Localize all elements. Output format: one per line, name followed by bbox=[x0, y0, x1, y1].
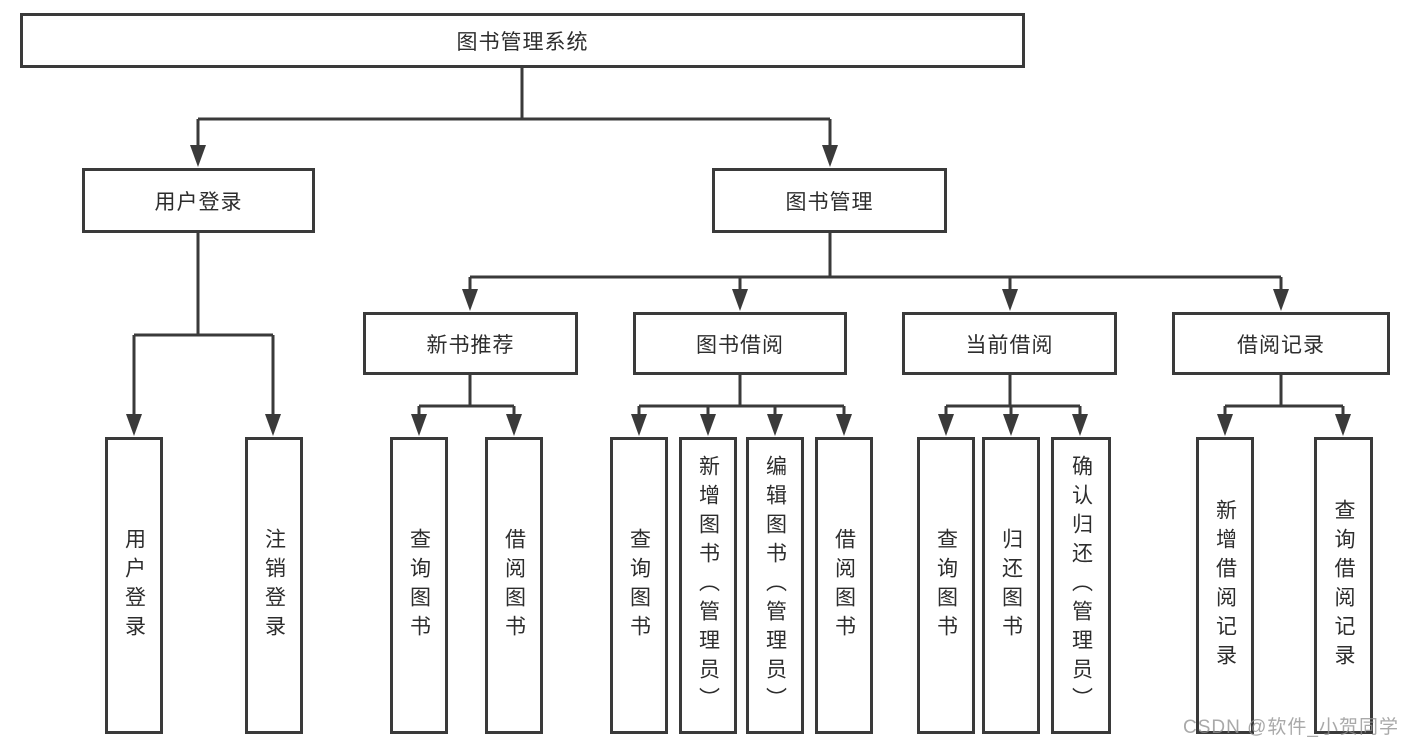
leaf-query-books-1: 查询图书 bbox=[390, 437, 448, 734]
leaf-query-borrow-record: 查询借阅记录 bbox=[1314, 437, 1373, 734]
leaf-query-books-2: 查询图书 bbox=[610, 437, 668, 734]
watermark-text: CSDN @软件_小贺同学 bbox=[1183, 717, 1399, 738]
leaf-confirm-return-admin: 确认归还（管理员） bbox=[1051, 437, 1111, 734]
node-current-borrow: 当前借阅 bbox=[902, 312, 1117, 375]
leaf-user-login: 用户登录 bbox=[105, 437, 163, 734]
node-library-management-system: 图书管理系统 bbox=[20, 13, 1025, 68]
leaf-return-books: 归还图书 bbox=[982, 437, 1040, 734]
node-borrow-records: 借阅记录 bbox=[1172, 312, 1390, 375]
leaf-borrow-books-1: 借阅图书 bbox=[485, 437, 543, 734]
node-user-login: 用户登录 bbox=[82, 168, 315, 233]
node-new-book-recommend: 新书推荐 bbox=[363, 312, 578, 375]
leaf-logout: 注销登录 bbox=[245, 437, 303, 734]
leaf-query-books-3: 查询图书 bbox=[917, 437, 975, 734]
node-book-borrow: 图书借阅 bbox=[633, 312, 847, 375]
leaf-borrow-books-2: 借阅图书 bbox=[815, 437, 873, 734]
node-book-management: 图书管理 bbox=[712, 168, 947, 233]
leaf-edit-books-admin: 编辑图书（管理员） bbox=[746, 437, 804, 734]
leaf-add-borrow-record: 新增借阅记录 bbox=[1196, 437, 1254, 734]
leaf-add-books-admin: 新增图书（管理员） bbox=[679, 437, 737, 734]
